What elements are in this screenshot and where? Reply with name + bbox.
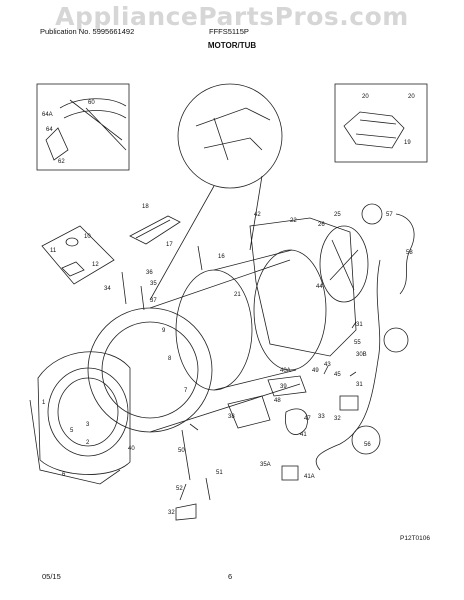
callout-6: 6 (62, 472, 66, 478)
callout-17: 17 (166, 242, 173, 248)
callout-1: 1 (42, 400, 46, 406)
callout-44: 44 (316, 284, 323, 290)
callout-labels: 60 64A 64 62 20 20 19 18 17 42 22 26 25 … (42, 94, 415, 516)
callout-11: 11 (50, 248, 57, 254)
callout-55: 55 (354, 340, 361, 346)
callout-41: 41 (300, 432, 307, 438)
callout-45: 45 (334, 372, 341, 378)
revision-date: 05/15 (42, 572, 61, 581)
inset-detail-top-left (36, 83, 130, 171)
callout-25: 25 (334, 212, 341, 218)
callout-56: 56 (364, 442, 371, 448)
section-title: MOTOR/TUB (207, 41, 257, 50)
publication-number: Publication No. 5995661492 (40, 27, 135, 36)
callout-36: 36 (146, 270, 153, 276)
callout-43: 43 (324, 362, 331, 368)
callout-40: 40 (128, 446, 135, 452)
callout-42: 42 (254, 212, 261, 218)
callout-64: 64 (46, 127, 53, 133)
callout-21: 21 (234, 292, 241, 298)
callout-40a: 40A (280, 368, 291, 374)
callout-5: 5 (70, 428, 74, 434)
callout-52: 52 (176, 486, 183, 492)
callout-31-upper: 31 (356, 322, 363, 328)
callout-51: 51 (216, 470, 223, 476)
callout-9: 9 (162, 328, 166, 334)
callout-20-left: 20 (362, 94, 369, 100)
callout-8: 8 (168, 356, 172, 362)
callout-57: 57 (386, 212, 393, 218)
callout-22: 22 (290, 218, 297, 224)
model-number: FFFS5115P (209, 27, 249, 36)
callout-16: 16 (218, 254, 225, 260)
callout-20-right: 20 (408, 94, 415, 100)
callout-60: 60 (88, 100, 95, 106)
callout-10: 10 (84, 234, 91, 240)
callout-62: 62 (58, 159, 65, 165)
magnifier-detail (177, 83, 283, 189)
figure-code: P12T0106 (400, 535, 430, 542)
callout-12: 12 (92, 262, 99, 268)
callout-26: 26 (318, 222, 325, 228)
callout-30b: 30B (356, 352, 367, 358)
callout-39: 39 (280, 384, 287, 390)
callout-35: 35 (150, 281, 157, 287)
callout-49: 49 (312, 368, 319, 374)
callout-33: 33 (318, 414, 325, 420)
callout-3: 3 (86, 422, 90, 428)
callout-35a: 35A (260, 462, 271, 468)
callout-41a: 41A (304, 474, 315, 480)
callout-32-right: 32 (334, 416, 341, 422)
callout-18: 18 (142, 204, 149, 210)
callout-31-lower: 31 (356, 382, 363, 388)
callout-38: 38 (228, 414, 235, 420)
inset-detail-top-right (334, 83, 428, 163)
page-number: 6 (228, 572, 233, 581)
callout-58: 58 (406, 250, 413, 256)
callout-32-bottom: 32 (168, 510, 175, 516)
callout-34: 34 (104, 286, 111, 292)
callout-7: 7 (184, 388, 188, 394)
callout-48: 48 (274, 398, 281, 404)
callout-47: 47 (304, 416, 311, 422)
callout-37: 37 (150, 298, 157, 304)
callout-64a: 64A (42, 112, 53, 118)
callout-50: 50 (178, 448, 185, 454)
callout-2: 2 (86, 440, 90, 446)
callout-19: 19 (404, 140, 411, 146)
